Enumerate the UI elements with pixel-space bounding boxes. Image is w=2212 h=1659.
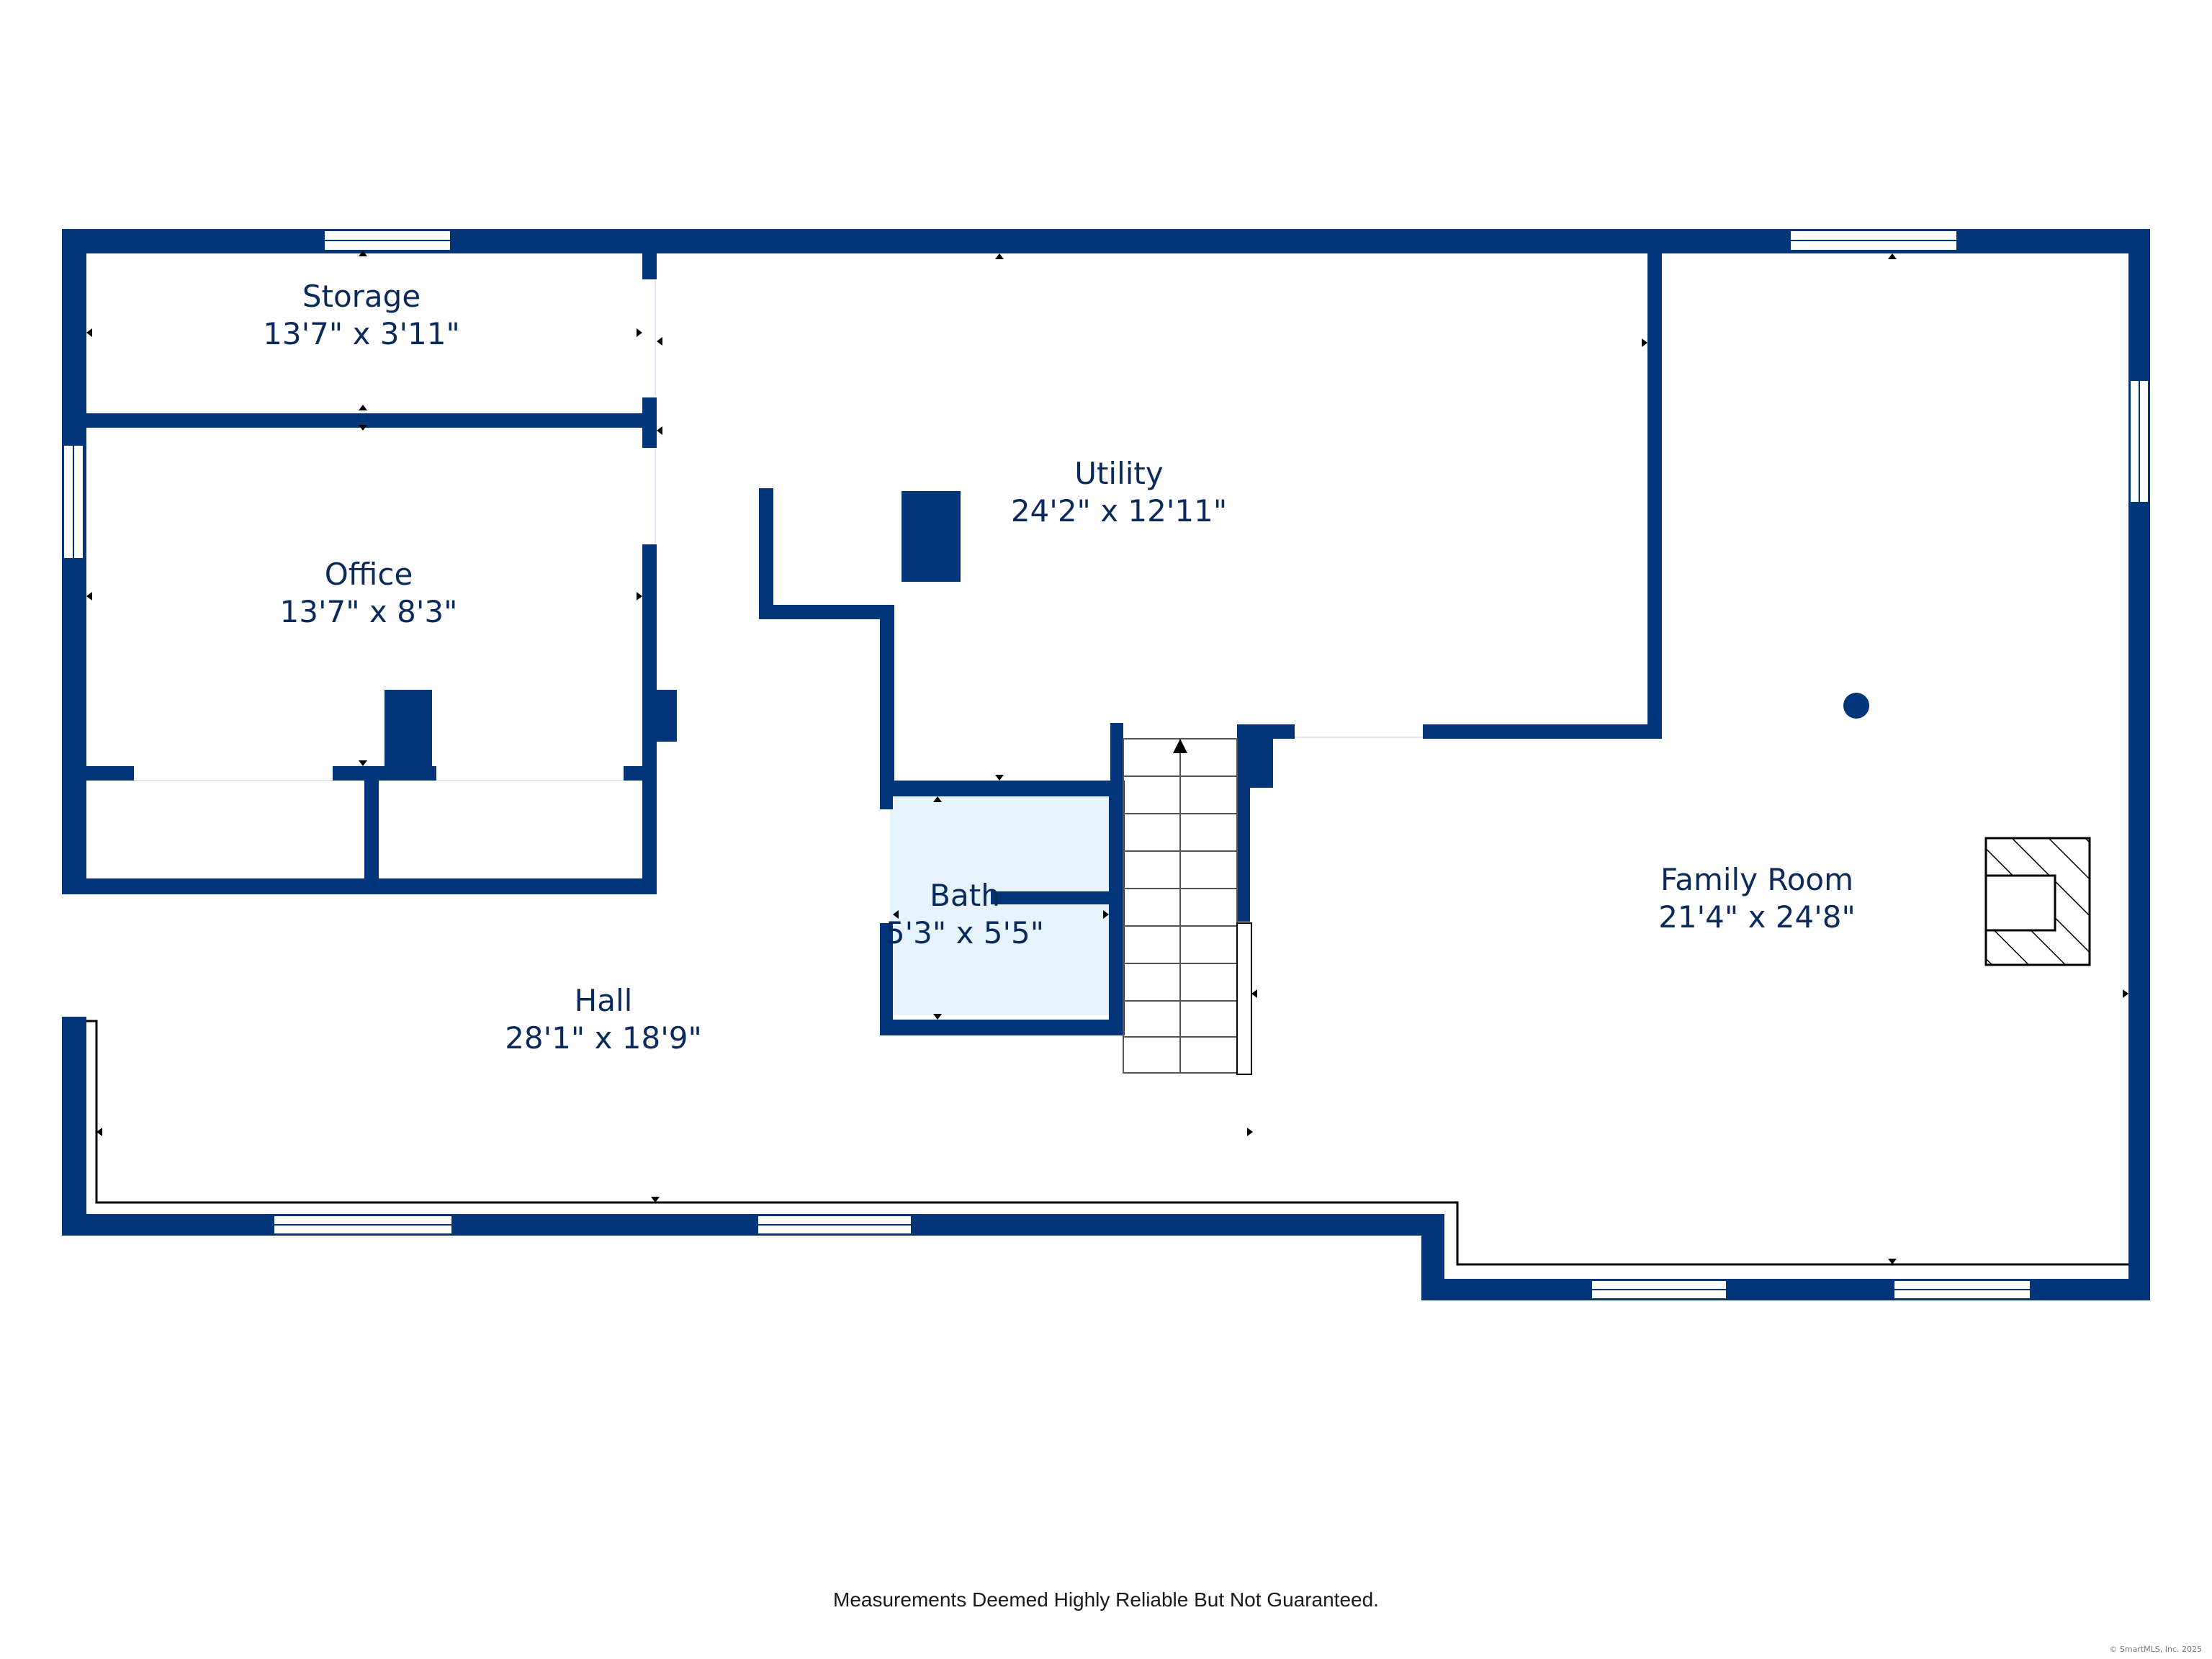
hall-name: Hall bbox=[575, 983, 633, 1018]
measurement-disclaimer: Measurements Deemed Highly Reliable But … bbox=[833, 1588, 1379, 1611]
wall-office-nub bbox=[642, 690, 677, 742]
wall-storage-office bbox=[62, 413, 657, 428]
wall-utility-bottom-b bbox=[1423, 724, 1662, 739]
wall-office-bottom-c bbox=[624, 766, 657, 781]
office-column bbox=[385, 690, 432, 781]
staircase bbox=[1123, 738, 1238, 1074]
family-room-dimensions: 21'4" x 24'8" bbox=[1658, 899, 1856, 935]
stair-rail bbox=[1236, 922, 1252, 1075]
family-room-post bbox=[1843, 693, 1869, 719]
wall-closet-divider bbox=[364, 766, 379, 894]
door-openings bbox=[134, 281, 1423, 781]
hall-dimensions: 28'1" x 18'9" bbox=[505, 1020, 702, 1056]
dimension-markers bbox=[86, 251, 2128, 1264]
wall-utility-bath-left bbox=[880, 605, 894, 795]
wall-utility-right bbox=[1647, 229, 1662, 739]
utility-dimensions: 24'2" x 12'11" bbox=[1011, 493, 1227, 529]
storage-name: Storage bbox=[302, 279, 421, 314]
wall-stair-right bbox=[1237, 724, 1250, 922]
wall-closet-bottom bbox=[62, 878, 657, 894]
wall-bottom-right bbox=[1421, 1279, 2150, 1300]
wall-utility-stub-v bbox=[759, 488, 773, 619]
utility-column bbox=[902, 491, 961, 582]
wall-bath-mid bbox=[991, 891, 1110, 904]
bath-name: Bath bbox=[930, 878, 1000, 913]
window-sills bbox=[73, 240, 2140, 1290]
storage-dimensions: 13'7" x 3'11" bbox=[263, 316, 460, 351]
walls bbox=[62, 229, 2150, 1300]
wall-left-upper bbox=[62, 229, 86, 894]
bath-dimensions: 5'3" x 5'5" bbox=[886, 915, 1044, 950]
office-dimensions: 13'7" x 8'3" bbox=[280, 594, 458, 629]
wall-bath-top bbox=[880, 781, 1125, 796]
wall-bath-left-a bbox=[880, 781, 893, 809]
utility-name: Utility bbox=[1074, 456, 1164, 491]
stair-up-arrow-icon bbox=[1173, 739, 1187, 753]
wall-office-bottom-a bbox=[62, 766, 134, 781]
wall-bottom-left bbox=[62, 1214, 1444, 1236]
wall-left-lower bbox=[62, 1017, 86, 1234]
wall-utility-stub-h bbox=[759, 605, 894, 619]
wall-bath-left-b bbox=[880, 923, 893, 1034]
office-name: Office bbox=[325, 557, 413, 592]
bath-floor bbox=[890, 795, 1110, 1015]
wall-bath-bottom bbox=[880, 1020, 1125, 1035]
family-room-name: Family Room bbox=[1660, 862, 1853, 897]
wall-storage-right-a bbox=[642, 229, 657, 279]
fireplace-icon bbox=[1984, 837, 2091, 966]
wall-stair-left bbox=[1110, 723, 1123, 1035]
hall-inner-outline bbox=[86, 1020, 2128, 1266]
wall-storage-right-b bbox=[642, 397, 657, 448]
windows bbox=[63, 230, 2149, 1300]
copyright-notice: © SmartMLS, Inc. 2025 bbox=[2109, 1645, 2202, 1654]
